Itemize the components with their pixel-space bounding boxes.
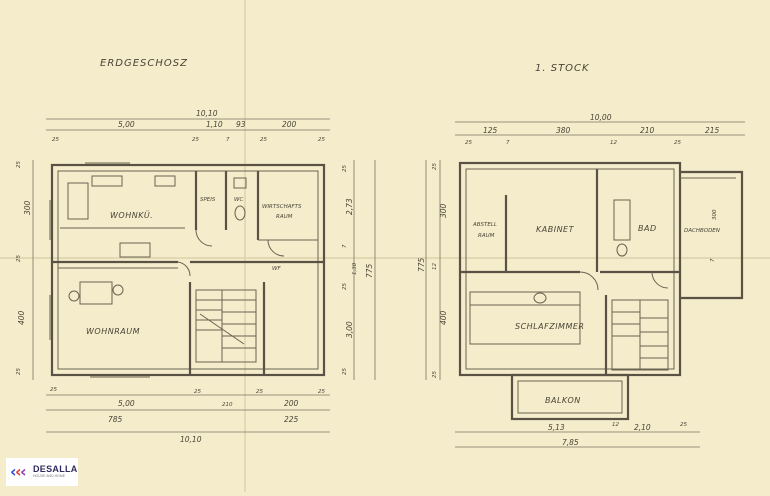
room-label-wirtschaftsraum: WIRTSCHAFTS (262, 204, 302, 210)
dim-upper-left-300: 300 (439, 203, 448, 218)
dim-ground-total-top: 10,10 (196, 109, 218, 118)
dim-ground-right-25c: 25 (342, 368, 348, 375)
logo-tagline: HOUSE AND HOME (33, 474, 66, 479)
dim-ground-right-273: 2,73 (345, 198, 354, 215)
dim-ground-right-25b: 25 (342, 283, 348, 290)
room-label-balkon: BALKON (545, 396, 581, 405)
dim-ground-bottom-785: 785 (108, 415, 123, 424)
dim-upper-right-7: 7 (710, 258, 716, 262)
dim-ground-top-25d: 25 (318, 137, 325, 143)
dim-upper-left-25b: 25 (432, 371, 438, 378)
dim-ground-bottom-500: 5,00 (118, 399, 135, 408)
dim-ground-bottom-25a: 25 (50, 387, 57, 393)
dim-ground-top-25c: 25 (260, 137, 267, 143)
dim-upper-bottom-513: 5,13 (548, 423, 565, 432)
ground-floor-plan (49, 162, 326, 378)
dim-ground-left-25b: 25 (16, 255, 22, 262)
dim-upper-top-215: 215 (705, 126, 720, 135)
dim-ground-top-500: 5,00 (118, 120, 135, 129)
dim-ground-left-25a: 25 (16, 161, 22, 168)
room-label-bad: BAD (638, 224, 657, 233)
dim-ground-left-300: 300 (23, 200, 32, 215)
logo-name: DESALLA (33, 464, 78, 475)
dim-ground-top-25b: 25 (192, 137, 199, 143)
dim-upper-total-top: 10,00 (590, 113, 612, 122)
dim-ground-right-130: 1,30 (352, 262, 358, 275)
first-floor-title: 1. STOCK (535, 63, 590, 74)
dim-ground-top-7: 7 (226, 137, 230, 143)
dim-upper-top-25b: 25 (674, 140, 681, 146)
dim-upper-top-7: 7 (506, 140, 510, 146)
dim-upper-top-25a: 25 (465, 140, 472, 146)
dim-ground-bottom-225: 225 (284, 415, 299, 424)
dim-upper-right-300: 300 (712, 209, 718, 220)
dim-upper-top-12: 12 (610, 140, 617, 146)
room-label-schlafzimmer: SCHLAFZIMMER (515, 322, 584, 331)
dim-upper-bottom-25: 25 (680, 422, 687, 428)
first-floor-dimensions (425, 121, 745, 448)
dim-ground-bottom-210: 210 (222, 402, 233, 408)
dim-ground-right-775: 775 (365, 263, 374, 278)
room-label-kabinet: KABINET (536, 225, 575, 234)
dim-ground-bottom-25d: 25 (318, 389, 325, 395)
dim-upper-left-775: 775 (417, 257, 426, 272)
ground-floor-dimensions (32, 118, 376, 433)
dim-ground-left-25c: 25 (16, 368, 22, 375)
dim-ground-top-200: 200 (282, 120, 297, 129)
dim-ground-bottom-25b: 25 (194, 389, 201, 395)
dim-upper-top-125: 125 (483, 126, 498, 135)
room-label-abstellraum-2: RAUM (478, 233, 495, 239)
room-label-abstellraum: ABSTELL (472, 222, 497, 228)
ground-floor-title: ERDGESCHOSZ (100, 58, 188, 69)
room-label-wc: WC (234, 197, 243, 203)
room-label-wirtschaftsraum-2: RAUM (276, 214, 293, 220)
dim-upper-bottom-12: 12 (612, 422, 619, 428)
dim-upper-top-210: 210 (640, 126, 655, 135)
dim-upper-top-380: 380 (556, 126, 571, 135)
room-label-speis: SPEIS (200, 197, 216, 203)
dim-upper-left-400: 400 (439, 310, 448, 325)
dim-upper-bottom-210: 2,10 (634, 423, 651, 432)
room-label-wohnraum: WOHNRAUM (86, 327, 140, 336)
dim-ground-bottom-200: 200 (284, 399, 299, 408)
dim-upper-left-25a: 25 (432, 163, 438, 170)
dim-ground-top-93: 93 (236, 120, 246, 129)
room-label-wohnkueche: WOHNKÜ. (110, 210, 153, 220)
desalla-logo-mark-icon: ‹ ‹ ‹ (10, 462, 27, 481)
dim-ground-total-bottom: 10,10 (180, 435, 202, 444)
dim-ground-top-110: 1,10 (206, 120, 223, 129)
room-label-dachboden: DACHBODEN (684, 228, 720, 234)
first-floor-plan (458, 161, 744, 421)
dim-ground-top-25a: 25 (52, 137, 59, 143)
desalla-logo: ‹ ‹ ‹ DESALLA HOUSE AND HOME (6, 458, 78, 486)
dim-ground-right-25a: 25 (342, 165, 348, 172)
dim-upper-left-12: 12 (432, 263, 438, 270)
room-label-wf: WF (272, 266, 281, 272)
dim-ground-bottom-25c: 25 (256, 389, 263, 395)
dim-ground-right-300: 3,00 (345, 321, 354, 338)
dim-ground-left-400: 400 (17, 310, 26, 325)
dim-ground-right-7: 7 (342, 244, 348, 248)
dim-upper-bottom-785: 7,85 (562, 438, 579, 447)
